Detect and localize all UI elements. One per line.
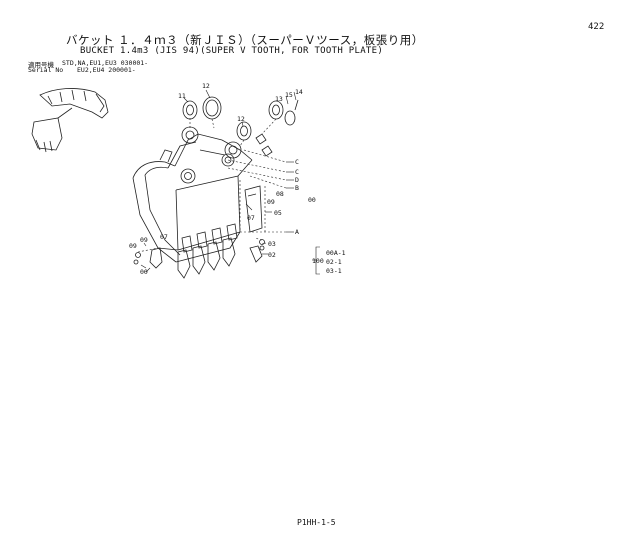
callout-A: A [295,228,299,236]
quantity-item: 02-1 [326,258,342,266]
callout-13: 13 [275,95,283,103]
alignment-lines [137,118,287,253]
callout-15: 15 [285,91,293,99]
leader-lines [140,89,320,275]
callout-07: 07 [247,214,255,222]
applicable-label: 適用号機 [28,61,54,69]
callout-00: 00 [140,268,148,276]
callout-00: 00 [308,196,316,204]
callout-C: C [295,168,299,176]
callout-12: 12 [237,115,245,123]
quantity-item: 00A-1 [326,249,346,257]
quantity-item: 03-1 [326,267,342,275]
callout-09: 09 [140,236,148,244]
excavator-arm-thumbnail [31,88,109,153]
callout-03: 03 [268,240,276,248]
serial-value: EU2,EU4 200001- [77,66,136,74]
callout-12: 12 [202,82,210,90]
bucket-teeth [133,223,265,279]
callout-B: B [295,184,299,192]
callout-08: 08 [276,190,284,198]
callout-05: 05 [274,209,282,217]
footer-page-code: P1HH-1-5 [297,518,336,527]
callout-09: 09 [129,242,137,250]
callout-C: C [295,158,299,166]
quantity-main: 100 [312,257,324,265]
callout-09: 09 [267,198,275,206]
callout-07: 07 [160,233,168,241]
callout-14: 14 [295,88,303,96]
callout-D: D [295,176,299,184]
serial-label: Serial No [28,66,64,74]
callout-11: 11 [178,92,186,100]
bucket-body [132,126,263,263]
title-english: BUCKET 1.4m3 (JIS 94)(SUPER V TOOTH, FOR… [80,46,384,56]
page-number: 422 [588,22,605,32]
applicable-models: STD,NA,EU1,EU3 030001- [62,59,149,67]
callout-02: 02 [268,251,276,259]
title-japanese: バケット １．４ｍ３（新ＪＩＳ）（スーパーＶツース，板張り用） [66,33,424,47]
